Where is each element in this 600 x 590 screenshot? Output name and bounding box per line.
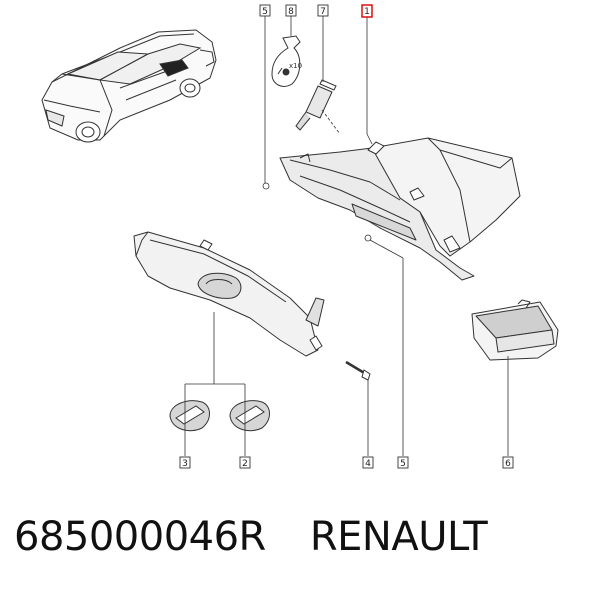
svg-text:1: 1	[364, 7, 370, 17]
svg-text:2: 2	[242, 459, 248, 469]
latch-handle-left	[169, 400, 210, 432]
screw-long	[345, 360, 371, 381]
callout-8: 8	[285, 4, 297, 17]
screw-bag-quantity: x10	[289, 62, 302, 70]
svg-text:5: 5	[400, 459, 406, 469]
callout-7: 7	[317, 4, 329, 17]
svg-text:3: 3	[182, 459, 188, 469]
latch-handle-right	[229, 400, 270, 432]
callout-4: 4	[362, 456, 374, 469]
parts-diagram: x10	[41, 4, 559, 469]
callout-6: 6	[502, 456, 514, 469]
part-number: 685000046R	[14, 514, 266, 560]
callout-5-top: 5	[259, 4, 271, 17]
hinge-pin	[295, 79, 337, 131]
screw-housing-left	[262, 182, 270, 190]
car-illustration	[41, 29, 217, 143]
callout-1-highlighted: 1	[361, 4, 373, 18]
svg-text:8: 8	[288, 7, 294, 17]
glovebox-housing	[279, 137, 521, 281]
storage-tray	[471, 299, 559, 361]
svg-text:7: 7	[320, 7, 326, 17]
part-caption: 685000046R RENAULT	[14, 514, 594, 570]
brand-name: RENAULT	[309, 514, 488, 560]
svg-text:4: 4	[365, 459, 371, 469]
glovebox-lid	[133, 231, 325, 357]
svg-text:6: 6	[505, 459, 511, 469]
screw-bag: x10	[271, 35, 302, 87]
callout-5-bottom: 5	[397, 456, 409, 469]
svg-text:5: 5	[262, 7, 268, 17]
callout-2: 2	[239, 456, 251, 469]
callout-3: 3	[179, 456, 191, 469]
leader-lines	[184, 15, 509, 456]
screw-housing-right	[364, 234, 372, 242]
